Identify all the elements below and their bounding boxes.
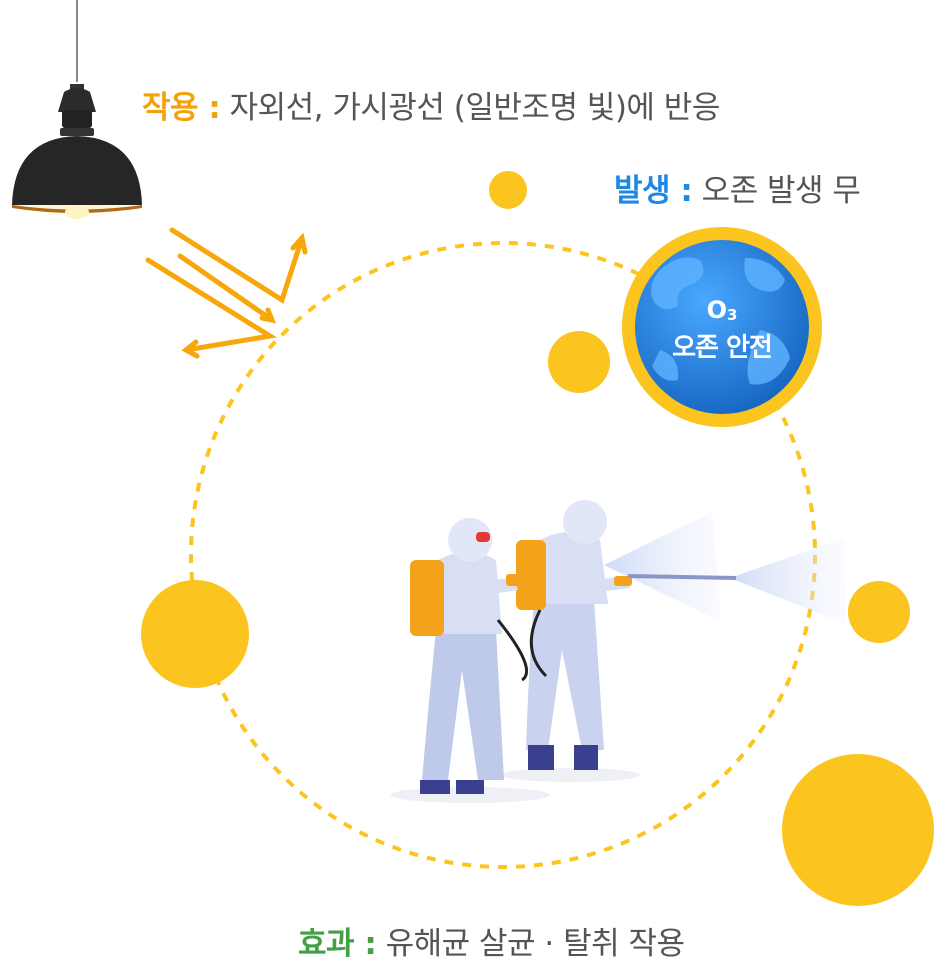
pendant-lamp-icon <box>2 0 152 240</box>
decorative-dots <box>141 171 934 906</box>
globe-safe-text: 오존 안전 <box>672 333 773 363</box>
effect-label: 효과 : 유해균 살균 · 탈취 작용 <box>298 918 685 963</box>
earth-globe-icon <box>622 227 822 427</box>
light-ray-arrows-icon <box>145 227 308 359</box>
generation-label: 발생 : 오존 발생 무 <box>614 165 861 210</box>
o3-main: O <box>706 296 727 324</box>
spray-mist <box>604 512 846 624</box>
effect-text: 유해균 살균 · 탈취 작용 <box>376 926 685 962</box>
disinfection-workers-illustration <box>390 500 737 803</box>
effect-key: 효과 : <box>298 926 377 962</box>
o3-sub: 3 <box>726 306 738 324</box>
action-text: 자외선, 가시광선 (일반조명 빛)에 반응 <box>220 90 721 126</box>
generation-text: 오존 발생 무 <box>692 173 861 209</box>
action-key: 작용 : <box>142 90 221 126</box>
generation-key: 발생 : <box>614 173 693 209</box>
action-label: 작용 : 자외선, 가시광선 (일반조명 빛)에 반응 <box>142 82 720 127</box>
globe-o3-text: O3 <box>622 296 822 324</box>
